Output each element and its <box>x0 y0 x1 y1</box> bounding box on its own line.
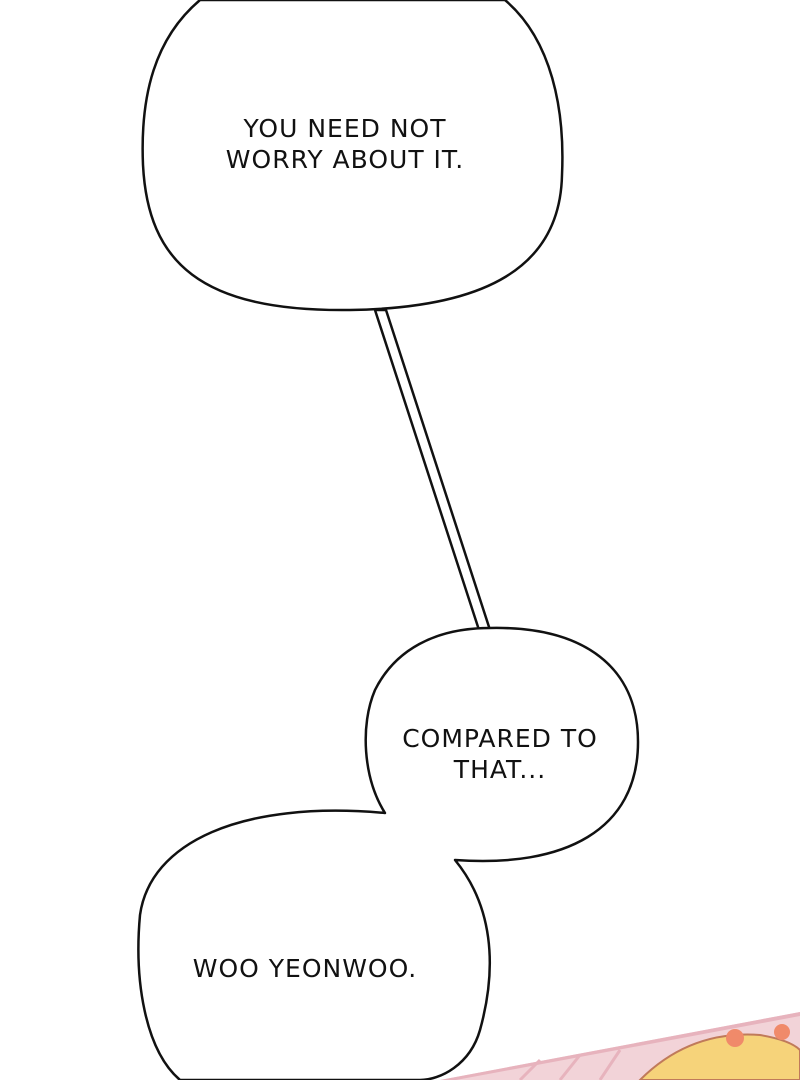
bubble-connector <box>373 308 492 632</box>
scene-stripe <box>598 1049 622 1081</box>
speech-bubble-2 <box>137 626 640 1082</box>
scene-dot <box>774 1024 790 1040</box>
scene-dot <box>726 1029 744 1047</box>
bubble-1-text: YOU NEED NOT WORRY ABOUT IT. <box>195 113 495 175</box>
bubble-2-text: COMPARED TO THAT... <box>375 723 625 785</box>
bubble-2-line-2: THAT... <box>453 755 547 784</box>
bubble-3-line-1: WOO YEONWOO. <box>192 954 418 983</box>
scene-fragment <box>440 1012 800 1082</box>
scene-stripe <box>558 1054 582 1081</box>
scene-ornament <box>637 1033 800 1081</box>
speech-bubble-1 <box>141 0 564 312</box>
scene-stripe <box>518 1058 542 1082</box>
bubble-1-line-2: WORRY ABOUT IT. <box>225 145 465 174</box>
scene-edge <box>440 1012 800 1080</box>
bubble-1-line-1: YOU NEED NOT <box>243 114 447 143</box>
bubble-3-text: WOO YEONWOO. <box>160 953 450 984</box>
bubble-2-line-1: COMPARED TO <box>402 724 598 753</box>
